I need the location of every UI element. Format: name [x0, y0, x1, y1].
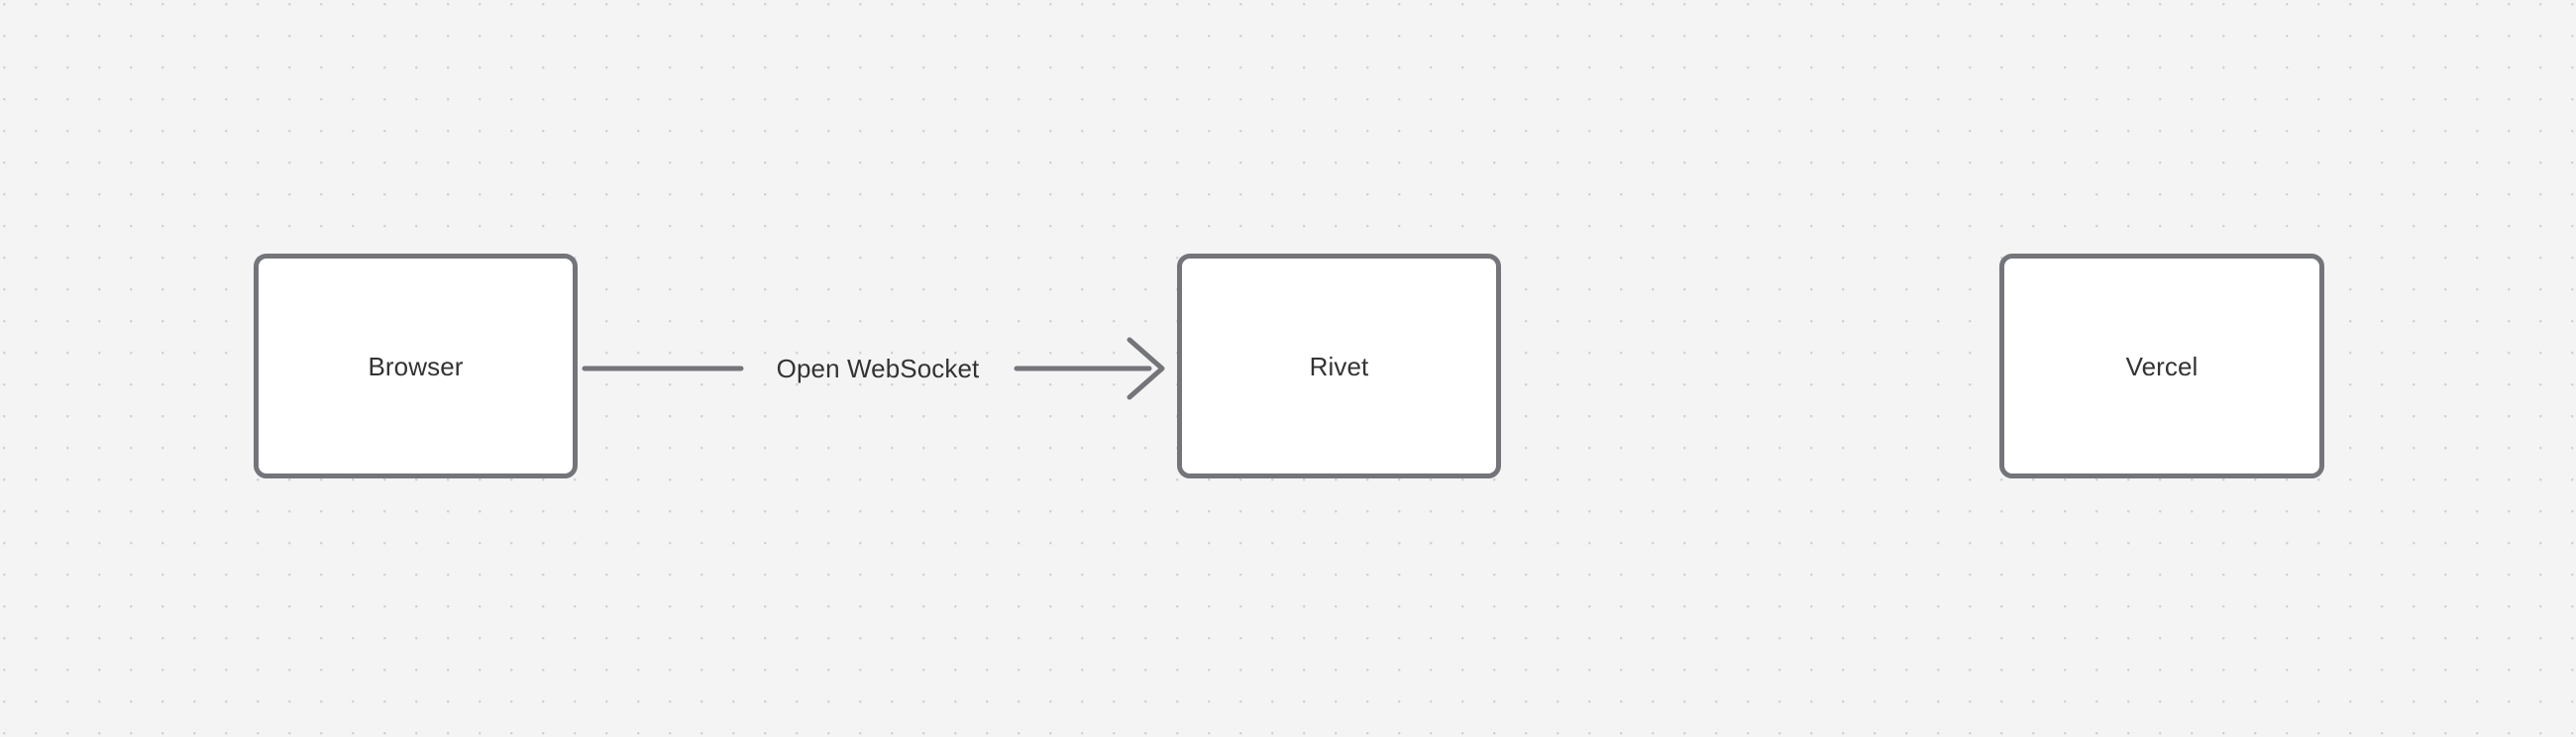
node-browser[interactable]: Browser — [254, 254, 578, 478]
node-rivet[interactable]: Rivet — [1177, 254, 1501, 478]
node-vercel-label: Vercel — [2125, 351, 2199, 381]
edge-label-open-websocket: Open WebSocket — [776, 354, 980, 383]
node-vercel[interactable]: Vercel — [1999, 254, 2324, 478]
node-rivet-label: Rivet — [1309, 351, 1369, 381]
chevron-arrow-icon — [1127, 337, 1165, 400]
node-browser-label: Browser — [368, 351, 464, 381]
